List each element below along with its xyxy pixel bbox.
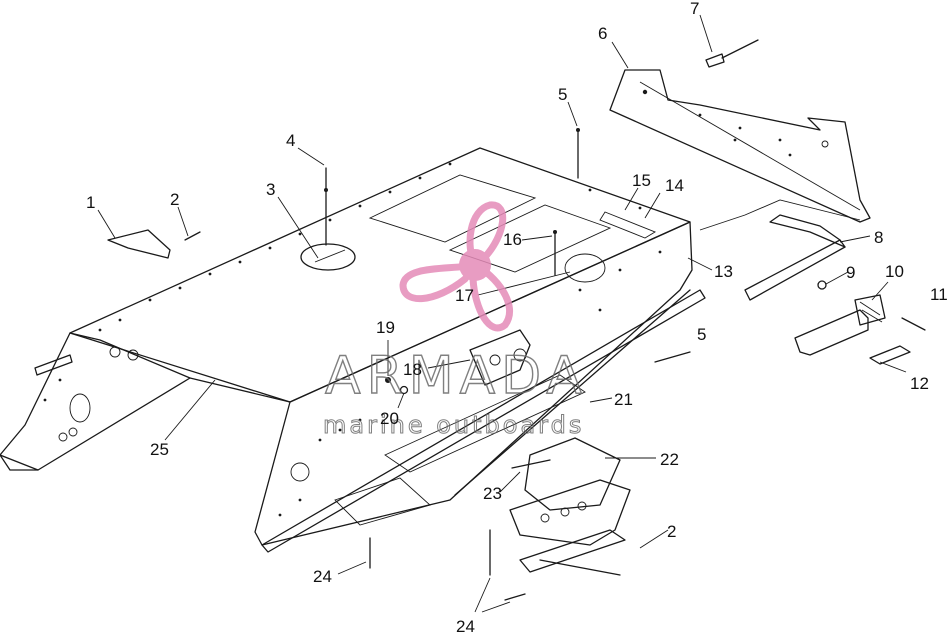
callout-10: 10	[885, 262, 904, 281]
callout-2-lower: 2	[667, 522, 676, 541]
callout-2: 2	[170, 190, 179, 209]
callout-18: 18	[403, 360, 422, 379]
bolt-part-5-right	[654, 351, 691, 363]
bolt-part-24	[369, 529, 526, 601]
rear-bracket-part-6	[609, 69, 871, 223]
callout-labels: 1 2 3 4 5 6 7 8 9 10 11 12 13 14 15 16 1…	[86, 0, 948, 633]
screw-part-2	[184, 231, 201, 241]
bolt-part-7	[705, 39, 759, 68]
watermark-brand: ARMADA	[325, 346, 588, 406]
callout-23: 23	[483, 484, 502, 503]
callout-20: 20	[380, 409, 399, 428]
callout-13: 13	[714, 262, 733, 281]
nut-part-9	[817, 280, 827, 290]
callout-22: 22	[660, 450, 679, 469]
spring-bracket-part-10	[794, 294, 886, 356]
callout-19: 19	[376, 318, 395, 337]
callout-12: 12	[910, 374, 929, 393]
fastener-part-19	[385, 377, 391, 383]
callout-5-top: 5	[558, 85, 567, 104]
bracket-part-18	[469, 329, 531, 386]
rod-part-23	[511, 459, 551, 469]
callout-25: 25	[150, 440, 169, 459]
callout-5-right: 5	[697, 325, 706, 344]
propeller-logo-icon	[399, 201, 514, 332]
callout-9: 9	[846, 263, 855, 282]
strip-part-12	[869, 345, 911, 365]
pin-part-11	[901, 317, 926, 331]
leader-lines	[97, 14, 907, 613]
callout-11: 11	[930, 285, 948, 304]
callout-6: 6	[598, 24, 607, 43]
callout-3: 3	[266, 180, 275, 199]
plate-part-1	[107, 229, 171, 259]
screw-part-16	[553, 230, 557, 276]
callout-16: 16	[503, 230, 522, 249]
rail-part-8	[699, 199, 861, 301]
bolt-part-5-top	[576, 128, 580, 179]
callout-24-bottom: 24	[456, 617, 475, 633]
armada-watermark: ARMADA marine outboards	[323, 201, 588, 440]
callout-17: 17	[455, 286, 474, 305]
callout-21: 21	[614, 390, 633, 409]
lower-assembly-part-22	[509, 437, 631, 576]
callout-8: 8	[874, 228, 883, 247]
chassis-tunnel	[0, 147, 706, 553]
callout-24-left: 24	[313, 567, 332, 586]
callout-4: 4	[286, 131, 295, 150]
rivet-pattern	[43, 162, 662, 517]
watermark-tagline: marine outboards	[323, 411, 584, 439]
callout-14: 14	[665, 176, 684, 195]
callout-15: 15	[632, 171, 651, 190]
callout-7: 7	[690, 0, 699, 18]
bolt-part-4	[324, 167, 328, 246]
callout-1: 1	[86, 193, 95, 212]
